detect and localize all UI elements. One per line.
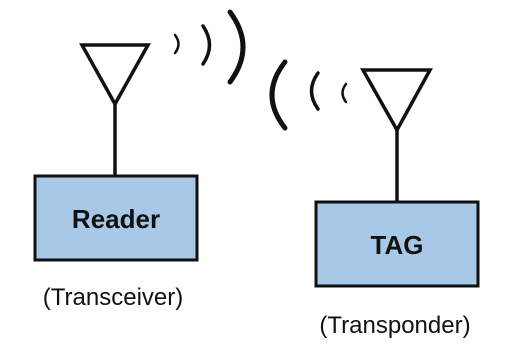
- reader-wave-large: [227, 9, 246, 85]
- tag-caption: (Transponder): [319, 312, 470, 339]
- tag-unit: TAG (Transponder): [314, 68, 480, 339]
- tag-antenna-icon: [359, 68, 433, 134]
- tag-wave-large: [269, 59, 288, 131]
- tag-label: TAG: [371, 230, 424, 260]
- tag-wave-small: [341, 82, 348, 104]
- reader-wave-small: [173, 33, 180, 55]
- tag-wave-medium: [309, 71, 320, 111]
- reader-unit: Reader (Transceiver): [33, 43, 199, 311]
- tag-radio-waves: [269, 59, 348, 131]
- reader-label: Reader: [72, 204, 160, 234]
- tag-box: [314, 200, 480, 288]
- reader-wave-medium: [201, 24, 212, 66]
- reader-caption: (Transceiver): [43, 284, 183, 311]
- reader-radio-waves: [173, 9, 246, 85]
- reader-box: [33, 174, 199, 262]
- reader-antenna-icon: [79, 43, 151, 108]
